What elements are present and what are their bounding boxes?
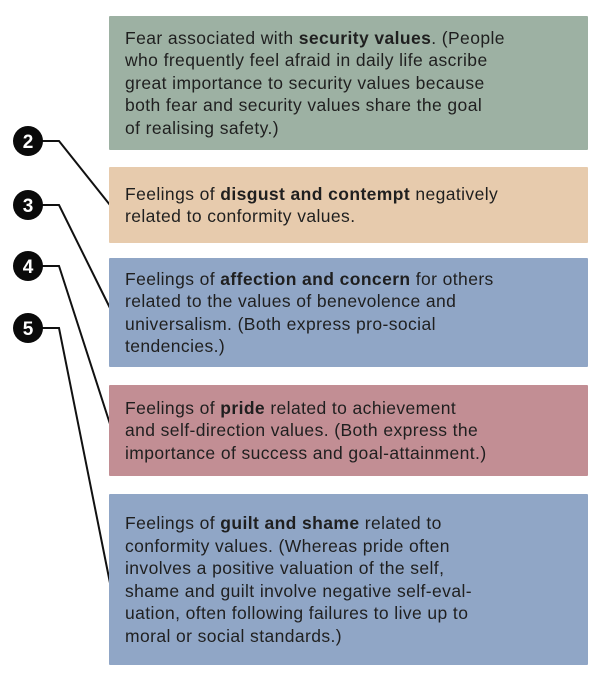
callout-text-line: great importance to security values beca… xyxy=(125,72,485,93)
callout-text-line: Feelings of guilt and shame related to xyxy=(125,513,442,533)
callout-text-line: related to the values of benevolence and xyxy=(125,291,457,311)
callout-text-line: of realising safety.) xyxy=(125,117,279,138)
callout-text-line: related to conformity values. xyxy=(125,206,356,226)
callout-text-line: and self-direction values. (Both express… xyxy=(125,420,479,441)
connector-line-5 xyxy=(28,327,111,584)
callout-box-disgust-contempt: Feelings of disgust and contempt negativ… xyxy=(109,167,588,243)
callout-text-line: Feelings of pride related to achievement xyxy=(125,397,457,418)
marker-number-2: 2 xyxy=(23,132,34,153)
callout-box-guilt-shame: Feelings of guilt and shame related to c… xyxy=(109,494,588,665)
callout-text-line: Fear associated with security values. (P… xyxy=(125,27,505,48)
marker-number-3: 3 xyxy=(23,196,34,217)
callout-box-pride: Feelings of pride related to achievement… xyxy=(109,385,588,476)
marker-circle-3 xyxy=(13,190,43,220)
marker-circle-4 xyxy=(13,251,43,281)
callout-text-line: who frequently feel afraid in daily life… xyxy=(125,50,488,71)
callout-box-affection-concern: Feelings of affection and concern for ot… xyxy=(109,258,588,367)
marker-number-4: 4 xyxy=(23,257,34,278)
callout-text-line: uation, often following failures to live… xyxy=(125,603,469,623)
callout-text-line: importance of success and goal-attainmen… xyxy=(125,442,487,463)
callout-text-line: shame and guilt involve negative self-ev… xyxy=(125,580,472,601)
callout-box-security-values: Fear associated with security values. (P… xyxy=(109,16,588,150)
connector-line-2 xyxy=(28,140,111,206)
callout-text-line: Feelings of disgust and contempt negativ… xyxy=(125,183,499,204)
callout-text-line: both fear and security values share the … xyxy=(125,95,483,116)
callout-text-line: moral or social standards.) xyxy=(125,625,342,646)
connector-line-4 xyxy=(28,265,111,425)
callout-text-line: conformity values. (Whereas pride often xyxy=(125,535,450,556)
marker-number-5: 5 xyxy=(23,319,34,340)
connector-line-3 xyxy=(28,204,111,309)
marker-circle-2 xyxy=(13,126,43,156)
callout-text-line: Feelings of affection and concern for ot… xyxy=(125,268,494,289)
callout-text-line: tendencies.) xyxy=(125,336,226,356)
marker-circle-5 xyxy=(13,313,43,343)
callout-text-line: involves a positive valuation of the sel… xyxy=(125,558,445,578)
callout-text-line: universalism. (Both express pro-social xyxy=(125,313,436,334)
